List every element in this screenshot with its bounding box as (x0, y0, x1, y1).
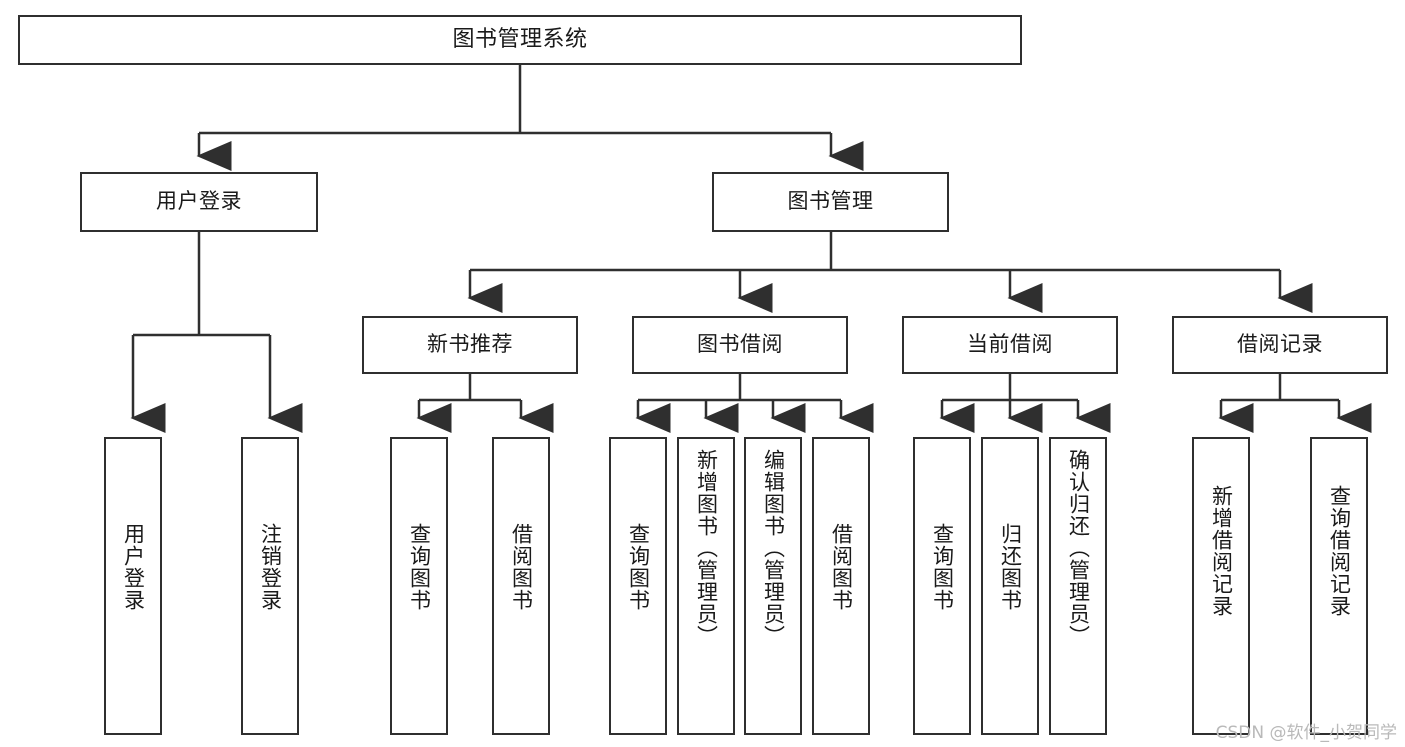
node-label: 查询图书 (407, 523, 432, 611)
node-label: 新书推荐 (427, 332, 513, 357)
leaf-edit-book-admin[interactable]: 编辑图书（管理员） (744, 437, 802, 735)
node-label: 用户登录 (156, 189, 242, 214)
leaf-borrow-book[interactable]: 借阅图书 (812, 437, 870, 735)
node-label: 新增图书（管理员） (694, 449, 719, 647)
node-label: 查询图书 (626, 523, 651, 611)
node-book-borrow[interactable]: 图书借阅 (632, 316, 848, 374)
leaf-borrow-book-recommend[interactable]: 借阅图书 (492, 437, 550, 735)
node-book-management[interactable]: 图书管理 (712, 172, 949, 232)
node-label: 注销登录 (258, 523, 283, 611)
leaf-confirm-return-admin[interactable]: 确认归还（管理员） (1049, 437, 1107, 735)
leaf-add-book-admin[interactable]: 新增图书（管理员） (677, 437, 735, 735)
node-borrow-record[interactable]: 借阅记录 (1172, 316, 1388, 374)
leaf-logout[interactable]: 注销登录 (241, 437, 299, 735)
node-label: 图书管理 (787, 189, 874, 214)
node-new-book-recommend[interactable]: 新书推荐 (362, 316, 578, 374)
node-label: 图书管理系统 (452, 26, 588, 52)
node-book-management-system[interactable]: 图书管理系统 (18, 15, 1022, 65)
leaf-query-borrow-record[interactable]: 查询借阅记录 (1310, 437, 1368, 735)
leaf-return-book[interactable]: 归还图书 (981, 437, 1039, 735)
node-label: 当前借阅 (967, 332, 1053, 357)
leaf-add-borrow-record[interactable]: 新增借阅记录 (1192, 437, 1250, 735)
node-label: 查询借阅记录 (1327, 485, 1352, 617)
node-current-borrow[interactable]: 当前借阅 (902, 316, 1118, 374)
node-label: 用户登录 (121, 523, 146, 611)
leaf-query-book-borrow[interactable]: 查询图书 (609, 437, 667, 735)
node-user-login[interactable]: 用户登录 (80, 172, 318, 232)
leaf-query-book-recommend[interactable]: 查询图书 (390, 437, 448, 735)
node-label: 借阅图书 (829, 523, 854, 611)
node-label: 确认归还（管理员） (1066, 449, 1091, 647)
leaf-query-book-current[interactable]: 查询图书 (913, 437, 971, 735)
node-label: 图书借阅 (697, 332, 783, 357)
node-label: 借阅记录 (1237, 332, 1323, 357)
node-label: 查询图书 (930, 523, 955, 611)
node-label: 归还图书 (998, 523, 1023, 611)
node-label: 借阅图书 (509, 523, 534, 611)
leaf-user-login[interactable]: 用户登录 (104, 437, 162, 735)
node-label: 编辑图书（管理员） (761, 449, 786, 647)
node-label: 新增借阅记录 (1209, 485, 1234, 617)
